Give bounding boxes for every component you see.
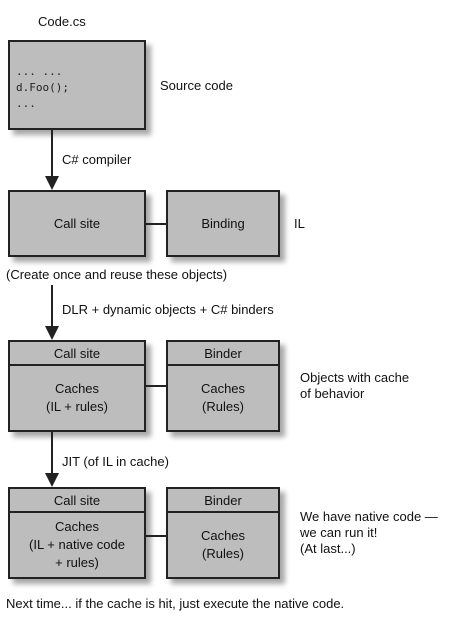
binder-header: Binder — [168, 489, 278, 513]
connector-line — [146, 223, 166, 225]
arrow-head — [45, 326, 59, 340]
arrow-head — [45, 176, 59, 190]
call-site-native-box: Call site Caches (IL + native code + rul… — [8, 487, 146, 579]
native-code-label: We have native code — we can run it! (At… — [300, 509, 438, 556]
cache-title: Caches — [200, 381, 246, 396]
cache-detail: (IL + native code — [29, 537, 125, 552]
call-site-label: Call site — [53, 216, 101, 231]
arrow-line — [51, 285, 53, 327]
cache-detail: (Rules) — [202, 546, 244, 561]
cache-title: Caches — [200, 528, 246, 543]
compiler-step-label: C# compiler — [62, 152, 132, 167]
call-site-header: Call site — [10, 489, 144, 513]
call-site-header: Call site — [10, 342, 144, 366]
connector-line — [146, 535, 166, 537]
cache-detail: + rules) — [55, 555, 99, 570]
source-code-label: Source code — [160, 78, 233, 93]
cache-detail: (IL + rules) — [45, 399, 108, 414]
reuse-note: (Create once and reuse these objects) — [6, 267, 228, 282]
connector-line — [146, 385, 166, 387]
binder-header: Binder — [168, 342, 278, 366]
binding-label: Binding — [201, 216, 245, 231]
binder-native-box: Binder Caches (Rules) — [166, 487, 280, 579]
binder-cache-box: Binder Caches (Rules) — [166, 340, 280, 432]
code-line: ... ... — [16, 65, 63, 78]
dlr-step-label: DLR + dynamic objects + C# binders — [62, 302, 274, 317]
arrow-head — [45, 473, 59, 487]
arrow-line — [51, 130, 53, 177]
code-line: ... — [16, 97, 36, 110]
il-label: IL — [294, 216, 305, 231]
call-site-cache-box: Call site Caches (IL + rules) — [8, 340, 146, 432]
code-line: d.Foo(); — [16, 81, 69, 94]
file-name-label: Code.cs — [38, 14, 86, 29]
cache-title: Caches — [54, 381, 100, 396]
cache-detail: (Rules) — [202, 399, 244, 414]
objects-with-cache-label: Objects with cache of behavior — [300, 370, 410, 401]
call-site-box: Call site — [8, 190, 146, 257]
footer-note: Next time... if the cache is hit, just e… — [6, 596, 345, 611]
cache-title: Caches — [54, 519, 100, 534]
binding-box: Binding — [166, 190, 280, 257]
source-code-box: ... ... d.Foo(); ... — [8, 40, 146, 130]
jit-step-label: JIT (of IL in cache) — [62, 454, 169, 469]
arrow-line — [51, 432, 53, 474]
